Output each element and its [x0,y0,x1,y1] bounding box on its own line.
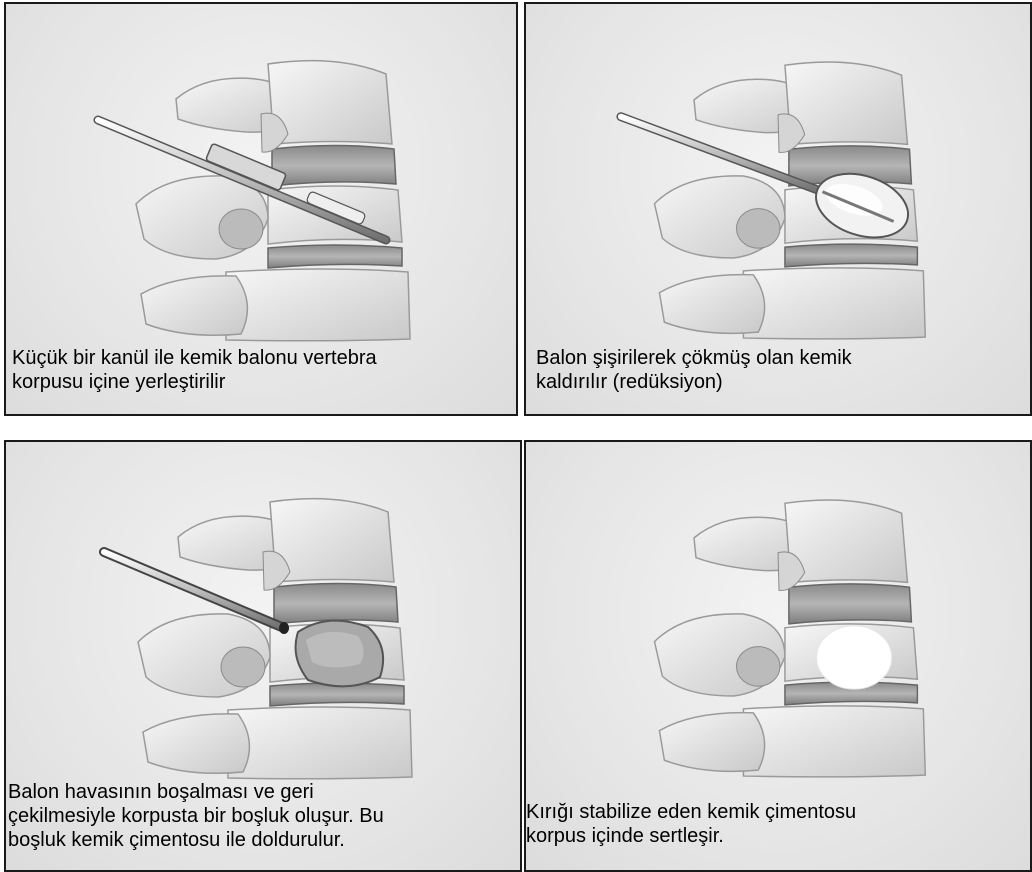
panel-cannula-insertion: Küçük bir kanül ile kemik balonu vertebr… [4,2,518,416]
vertebra-illustration [6,442,522,782]
bone-cement [817,626,892,689]
panel-balloon-inflation: Balon şişirilerek çökmüş olan kemik kald… [524,2,1032,416]
vertebra-illustration [6,4,518,344]
panel-cavity-formation: Balon havasının boşalması ve geri çekilm… [4,440,522,872]
panel-caption: Balon havasının boşalması ve geri çekilm… [8,780,384,852]
panel-caption: Balon şişirilerek çökmüş olan kemik kald… [536,346,852,394]
panel-caption: Küçük bir kanül ile kemik balonu vertebr… [12,346,377,394]
panel-cement-hardening: Kırığı stabilize eden kemik çimentosu ko… [524,440,1032,872]
panel-caption: Kırığı stabilize eden kemik çimentosu ko… [526,800,856,848]
vertebra-illustration [526,442,1032,782]
vertebra-illustration [526,4,1032,344]
bone-cavity [296,621,384,687]
